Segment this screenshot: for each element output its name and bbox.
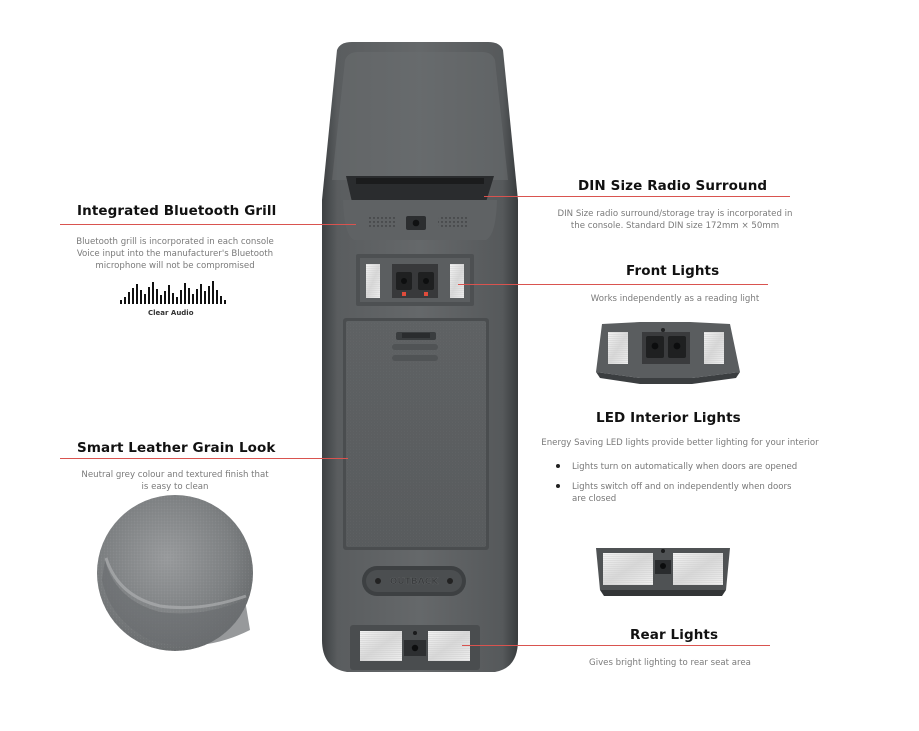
leather-texture-swatch — [97, 495, 253, 651]
led-bullet-1: Lights turn on automatically when doors … — [556, 461, 836, 473]
bluetooth-grill-left — [367, 215, 397, 229]
front-title: Front Lights — [626, 263, 720, 279]
leather-desc: Neutral grey colour and textured finish … — [81, 470, 269, 492]
clear-audio-label: Clear Audio — [148, 309, 194, 317]
rear-desc: Gives bright lighting to rear seat area — [589, 658, 751, 668]
bluetooth-grill-right — [438, 215, 468, 229]
front-desc: Works independently as a reading light — [590, 294, 760, 304]
din-title: DIN Size Radio Surround — [578, 178, 768, 194]
pointer-bluetooth — [60, 224, 356, 225]
led-bullets: Lights turn on automatically when doors … — [556, 461, 836, 505]
front-lights-image — [596, 322, 740, 384]
bluetooth-title: Integrated Bluetooth Grill — [77, 203, 277, 219]
rear-title: Rear Lights — [630, 627, 719, 643]
pointer-rear — [462, 645, 770, 646]
pointer-leather — [60, 458, 348, 459]
led-title: LED Interior Lights — [596, 410, 741, 426]
pointer-front — [458, 284, 768, 285]
bluetooth-desc: Bluetooth grill is incorporated in each … — [76, 237, 274, 271]
din-desc: DIN Size radio surround/storage tray is … — [557, 209, 793, 231]
led-desc: Energy Saving LED lights provide better … — [541, 438, 819, 448]
rear-lights-image — [596, 548, 730, 596]
leather-title: Smart Leather Grain Look — [77, 440, 276, 456]
audio-waveform-icon — [120, 281, 226, 304]
led-bullet-2: Lights switch off and on independently w… — [556, 481, 836, 505]
pointer-din — [484, 196, 790, 197]
console-logo: OUTBACK — [390, 577, 440, 587]
